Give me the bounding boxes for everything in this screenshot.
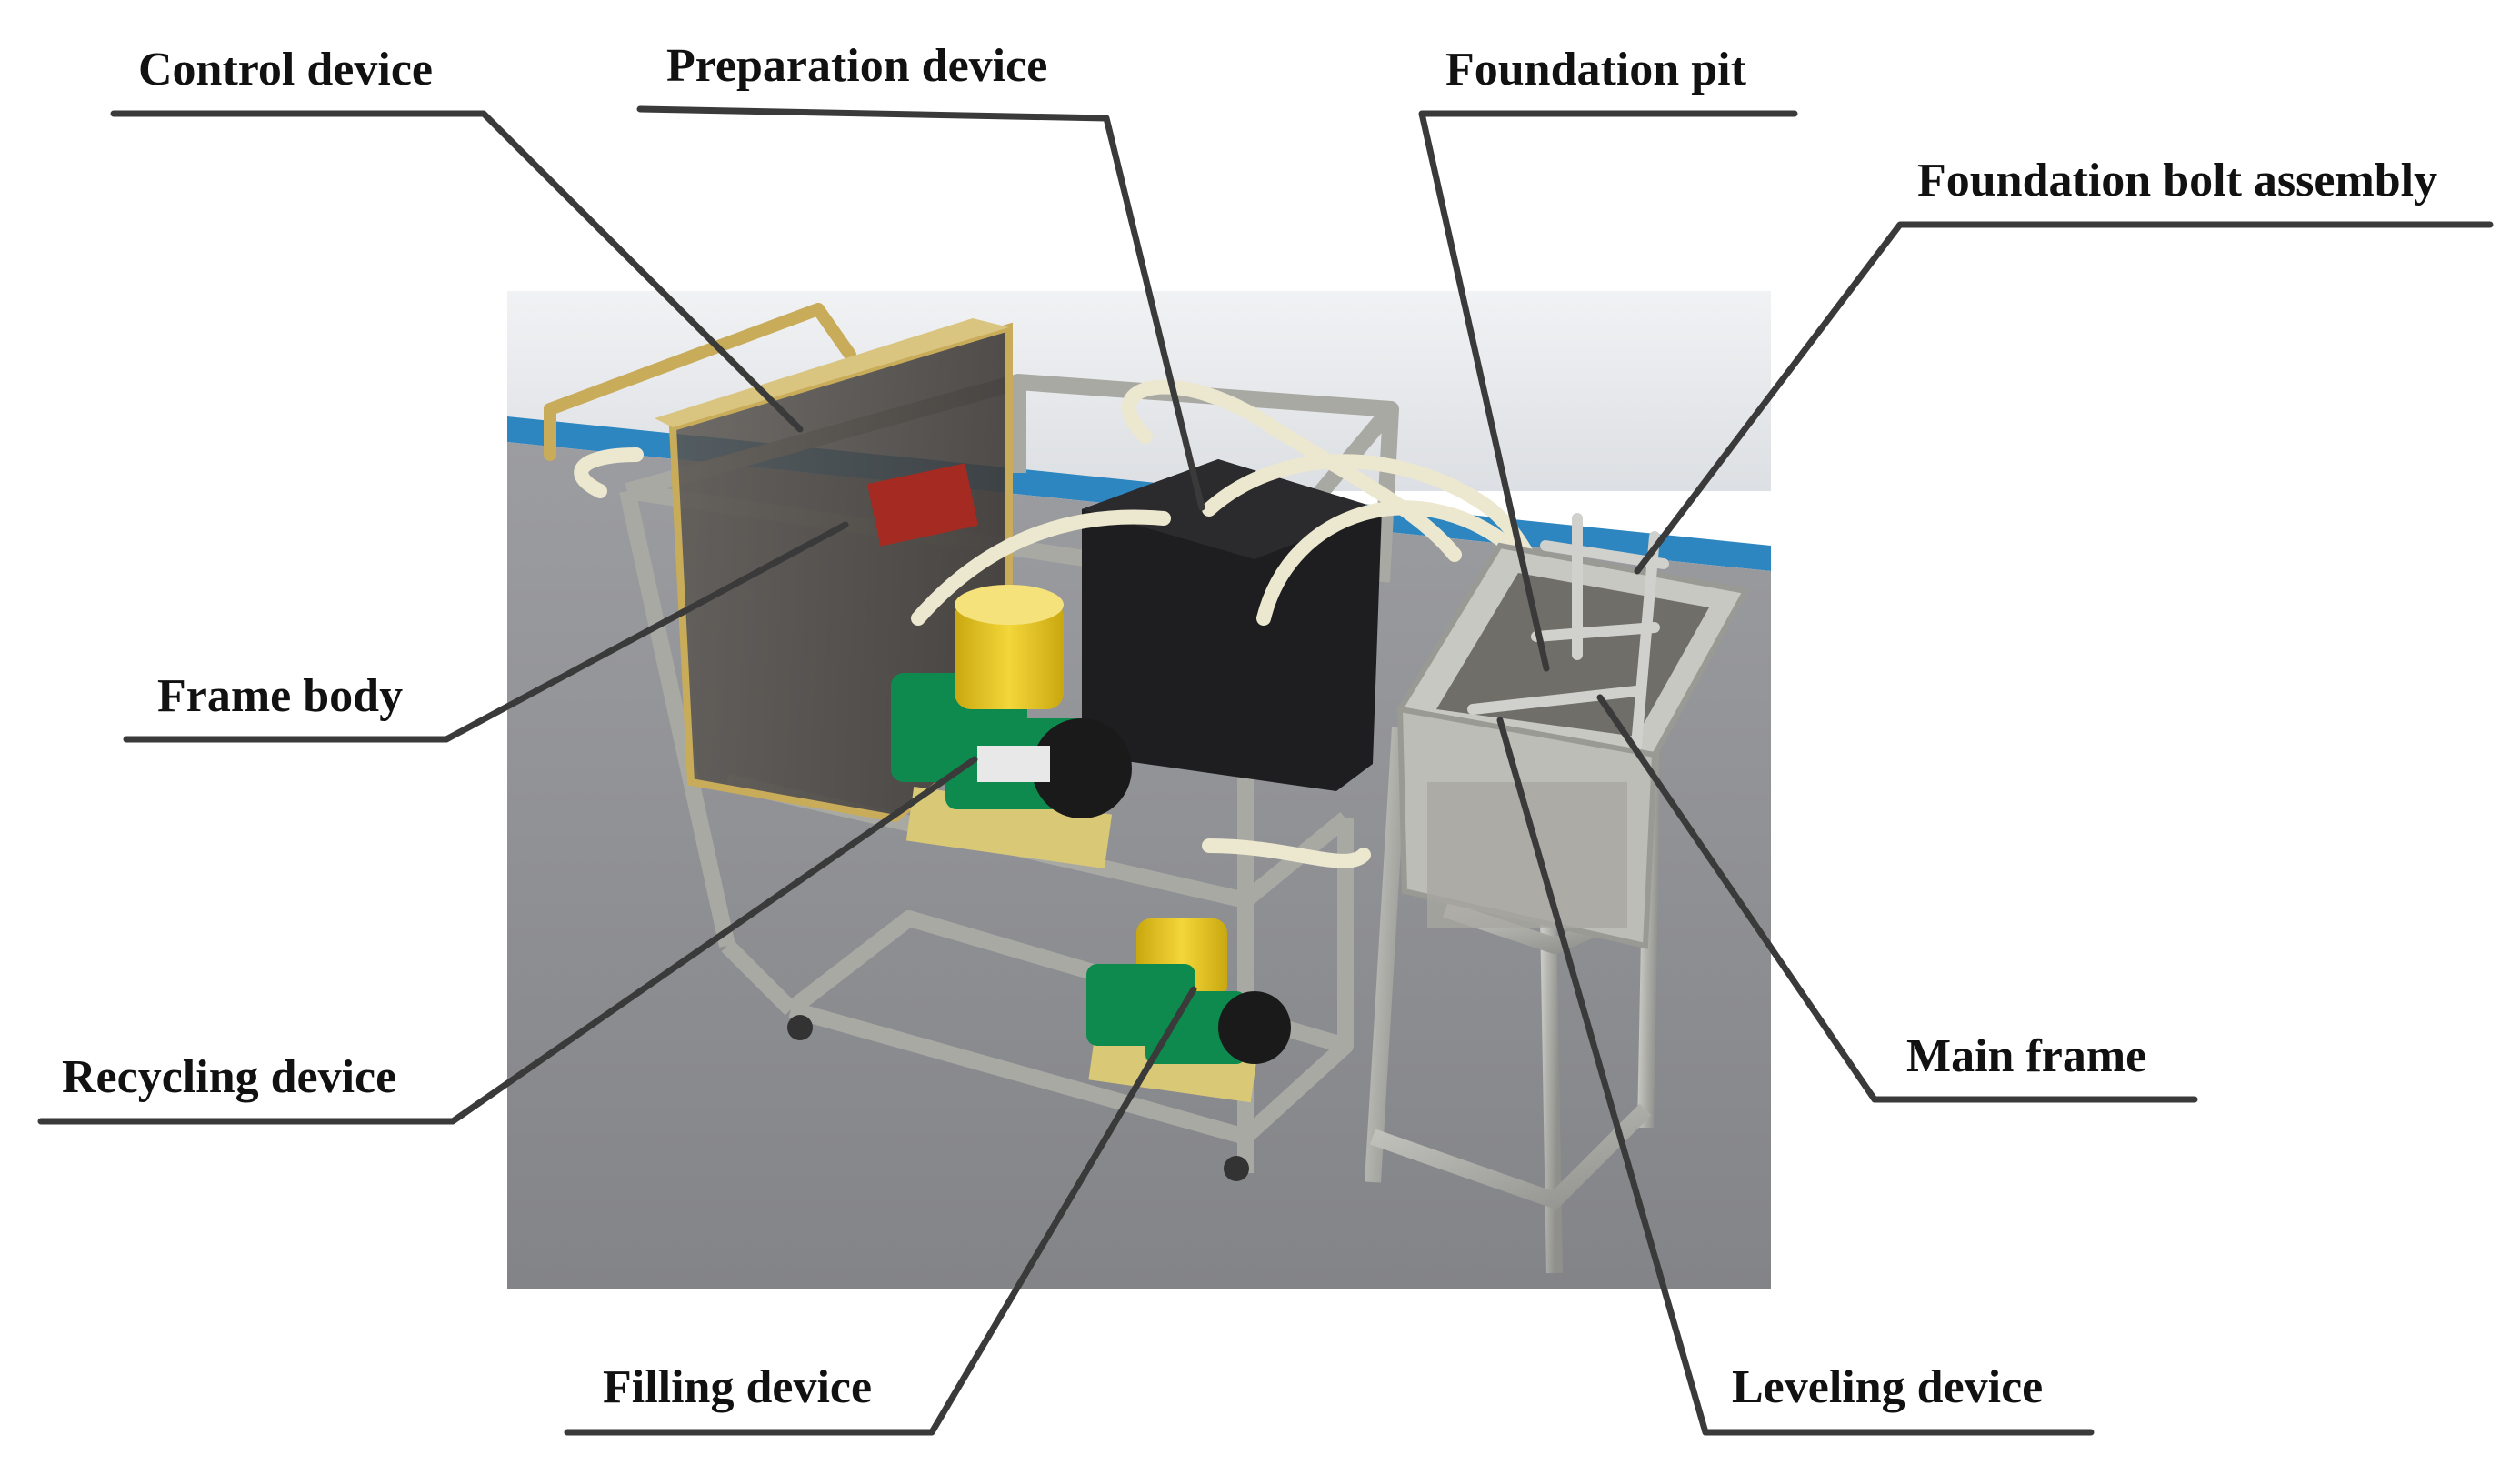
leader-leveling-device bbox=[1496, 717, 2095, 1436]
filling-pump bbox=[1086, 918, 1291, 1103]
label-main-frame: Main frame bbox=[1906, 1030, 2146, 1082]
preparation-tank-top bbox=[1082, 459, 1382, 559]
recycling-pump bbox=[891, 585, 1132, 869]
labels: Control device Preparation device Founda… bbox=[62, 40, 2437, 1413]
control-box-lid bbox=[655, 318, 1009, 427]
label-foundation-bolt-assembly: Foundation bolt assembly bbox=[1917, 155, 2437, 206]
leader-filling-device bbox=[564, 986, 1197, 1436]
apparatus-photo bbox=[507, 291, 1771, 1289]
label-leveling-device: Leveling device bbox=[1732, 1361, 2043, 1413]
label-frame-body: Frame body bbox=[157, 670, 403, 722]
wheel bbox=[787, 1015, 813, 1040]
leader-foundation-pit bbox=[1418, 110, 1798, 672]
cart-handle bbox=[544, 303, 856, 461]
label-foundation-pit: Foundation pit bbox=[1445, 44, 1747, 95]
label-recycling-device: Recycling device bbox=[62, 1051, 396, 1103]
leader-main-frame bbox=[1596, 694, 2198, 1103]
leader-frame-body bbox=[123, 521, 849, 743]
label-preparation-device: Preparation device bbox=[666, 40, 1047, 92]
leader-recycling-device bbox=[37, 756, 978, 1125]
label-control-device: Control device bbox=[138, 44, 433, 95]
wheel bbox=[1224, 1156, 1249, 1181]
control-board bbox=[866, 463, 979, 547]
leader-preparation-device bbox=[636, 105, 1205, 511]
leader-lines bbox=[37, 105, 2494, 1436]
leader-control-device bbox=[110, 110, 804, 433]
leader-foundation-bolt-assembly bbox=[1634, 221, 2494, 575]
label-filling-device: Filling device bbox=[603, 1361, 872, 1413]
